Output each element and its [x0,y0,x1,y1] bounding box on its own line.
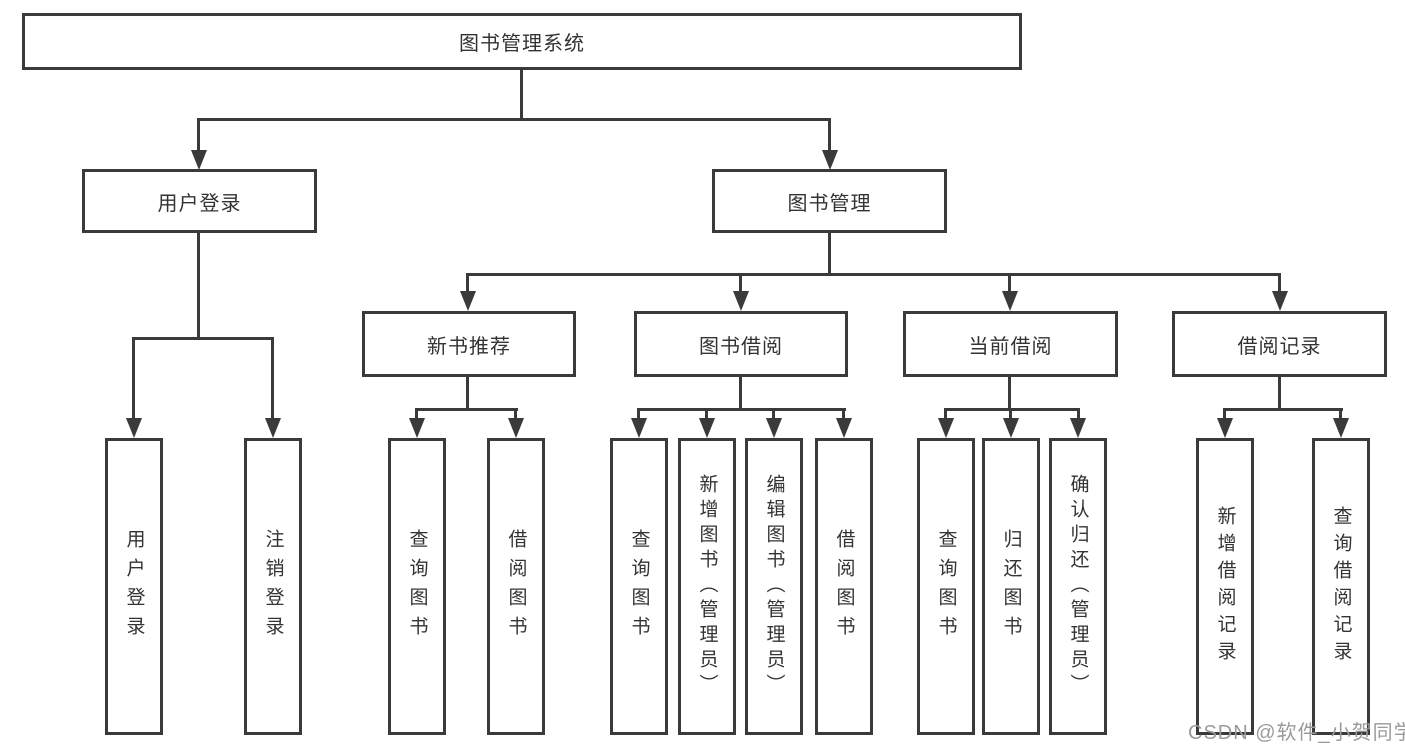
connector-to-user-login [197,118,200,154]
leaf-label: 确认归还（管理员） [1067,474,1089,699]
leaf-label: 查询图书 [406,528,428,645]
connector-to-leaf [772,408,775,422]
connector-to-leaf [842,408,845,422]
arrow-down-icon [1272,291,1288,311]
node-leaf-current-confirm-admin: 确认归还（管理员） [1049,438,1107,735]
arrow-down-icon [836,418,852,438]
node-leaf-current-return: 归还图书 [982,438,1040,735]
node-leaf-logout: 注销登录 [244,438,302,735]
node-leaf-borrow-add-admin: 新增图书（管理员） [678,438,736,735]
leaf-label: 归还图书 [1000,528,1022,645]
node-book-management: 图书管理 [712,169,947,233]
arrow-down-icon [822,150,838,170]
csdn-watermark: CSDN @软件_小贺同学 [1188,722,1405,744]
arrow-down-icon [508,418,524,438]
node-leaf-newbooks-query: 查询图书 [388,438,446,735]
leaf-label: 用户登录 [123,528,145,645]
arrow-down-icon [1333,418,1349,438]
connector-to-current-borrow [1008,273,1011,295]
connector-to-leaf [1009,408,1012,422]
node-current-borrowing: 当前借阅 [903,311,1118,377]
arrow-down-icon [699,418,715,438]
arrow-down-icon [460,291,476,311]
connector-to-leaf [1077,408,1080,422]
connector-to-borrow-records [1278,273,1281,295]
node-leaf-borrow-edit-admin: 编辑图书（管理员） [745,438,803,735]
arrow-down-icon [733,291,749,311]
node-leaf-borrow-query: 查询图书 [610,438,668,735]
arrow-down-icon [265,418,281,438]
connector-level3-bar [466,273,1281,276]
connector-user-login-stem [197,233,200,340]
arrow-down-icon [1217,418,1233,438]
connector-root-stem [520,69,523,120]
node-leaf-user-login: 用户登录 [105,438,163,735]
arrow-down-icon [191,150,207,170]
arrow-down-icon [766,418,782,438]
arrow-down-icon [938,418,954,438]
connector-to-leaf [705,408,708,422]
leaf-label: 借阅图书 [505,528,527,645]
leaf-label: 注销登录 [262,528,284,645]
connector-to-book-management [828,118,831,154]
connector-to-leaf [132,337,135,422]
leaf-label: 新增借阅记录 [1214,505,1236,668]
node-leaf-current-query: 查询图书 [917,438,975,735]
leaf-label: 编辑图书（管理员） [763,474,785,699]
node-leaf-newbooks-borrow: 借阅图书 [487,438,545,735]
leaf-label: 查询借阅记录 [1330,505,1352,668]
node-leaf-records-add: 新增借阅记录 [1196,438,1254,735]
connector-newbooks-stem [466,377,469,410]
connector-current-bar [944,408,1080,411]
arrow-down-icon [126,418,142,438]
node-book-borrowing: 图书借阅 [634,311,848,377]
connector-to-book-borrow [739,273,742,295]
node-library-management-system: 图书管理系统 [22,13,1022,70]
arrow-down-icon [409,418,425,438]
connector-level2-bar [197,118,831,121]
connector-to-leaf [944,408,947,422]
node-new-book-recommendation: 新书推荐 [362,311,576,377]
node-leaf-borrow-do: 借阅图书 [815,438,873,735]
connector-records-stem [1278,377,1281,410]
connector-to-leaf [1339,408,1342,422]
connector-to-leaf [271,337,274,422]
connector-to-leaf [637,408,640,422]
connector-records-bar [1223,408,1343,411]
connector-current-stem [1008,377,1011,410]
arrow-down-icon [631,418,647,438]
connector-bookborrow-bar [637,408,846,411]
leaf-label: 查询图书 [935,528,957,645]
connector-newbooks-bar [415,408,518,411]
node-user-login: 用户登录 [82,169,317,233]
connector-to-new-books [466,273,469,295]
connector-to-leaf [415,408,418,422]
leaf-label: 查询图书 [628,528,650,645]
connector-to-leaf [1223,408,1226,422]
arrow-down-icon [1070,418,1086,438]
arrow-down-icon [1003,418,1019,438]
leaf-label: 借阅图书 [833,528,855,645]
connector-to-leaf [514,408,517,422]
connector-bookborrow-stem [739,377,742,410]
connector-user-login-bar [132,337,274,340]
node-leaf-records-query: 查询借阅记录 [1312,438,1370,735]
node-borrowing-records: 借阅记录 [1172,311,1387,377]
arrow-down-icon [1002,291,1018,311]
connector-book-mgmt-stem [828,233,831,276]
leaf-label: 新增图书（管理员） [696,474,718,699]
